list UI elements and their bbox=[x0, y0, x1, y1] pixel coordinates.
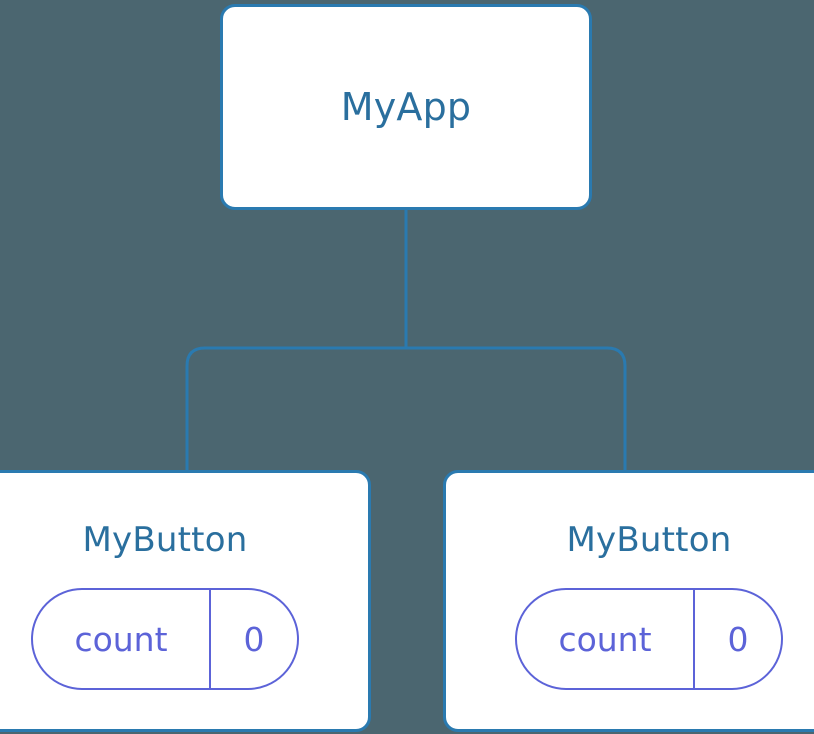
node-title: MyButton bbox=[566, 520, 732, 560]
node-title: MyButton bbox=[82, 520, 248, 560]
node-mybutton-2[interactable]: MyButton count 0 bbox=[443, 470, 814, 732]
node-title: MyApp bbox=[340, 85, 472, 129]
connector-branch-right bbox=[406, 346, 627, 472]
state-key: count bbox=[517, 590, 695, 688]
connector-branch-left bbox=[185, 346, 406, 472]
state-value: 0 bbox=[727, 619, 749, 659]
state-key: count bbox=[33, 590, 211, 688]
state-value: 0 bbox=[243, 619, 265, 659]
node-mybutton-1[interactable]: MyButton count 0 bbox=[0, 470, 371, 732]
state-pill[interactable]: count 0 bbox=[515, 588, 783, 690]
state-pill[interactable]: count 0 bbox=[31, 588, 299, 690]
node-myapp[interactable]: MyApp bbox=[220, 4, 592, 210]
